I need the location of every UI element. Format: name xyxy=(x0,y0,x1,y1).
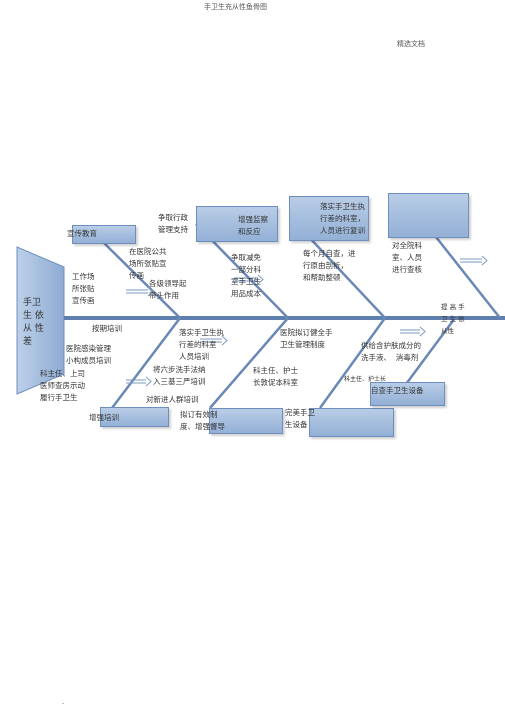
category-box-bottom-3 xyxy=(309,408,394,437)
cause-text: 科主任、护士 长敦促本科室 xyxy=(253,366,298,387)
bone-top-3 xyxy=(306,234,386,319)
category-box-bottom-2 xyxy=(209,408,283,434)
page-footer: . xyxy=(62,698,65,706)
cause-text: 落实手卫生执 行差的科室， 人员进行复训 xyxy=(320,202,365,235)
category-box-top-1 xyxy=(72,225,136,244)
category-label-bottom-1: 增强培训 xyxy=(89,413,119,422)
page-title: 手卫生充从性鱼骨图 xyxy=(204,3,267,11)
cause-text: 供给含护肤成分的 洗手液、 消毒剂 xyxy=(361,341,421,362)
category-box-top-3 xyxy=(289,196,369,241)
problem-label: 手卫 生 依 从 性 差 xyxy=(23,298,44,347)
category-box-top-2 xyxy=(196,206,278,242)
bone-top-4 xyxy=(435,236,501,319)
cause-text: 医院感染管理 小构成员培训 xyxy=(66,344,111,365)
cause-text: 工作场 所张贴 宣传画 xyxy=(72,272,95,305)
bone-bottom-3 xyxy=(318,317,387,409)
cause-text: 落实手卫生执 行差的科室 人员培训 xyxy=(179,328,224,361)
arrow-1 xyxy=(126,286,154,297)
arrow-3 xyxy=(235,274,264,285)
cause-text: 各级领导起 带头作用 xyxy=(149,279,187,300)
bone-bottom-1 xyxy=(111,317,181,409)
fish-head-shape xyxy=(16,246,65,395)
category-label-top-1: 宣传教育 xyxy=(67,229,97,238)
category-box-bottom-4 xyxy=(370,382,445,406)
cause-text: 争取行政 管理支持 xyxy=(158,213,188,234)
cause-text: 医院拟订健全手 卫生管理制度 xyxy=(280,328,333,349)
category-label-bottom-4: 自查手卫生设备 xyxy=(371,386,424,395)
cause-text: 科主任、上司 医师查房示动 履行手卫生 xyxy=(40,369,85,402)
cause-text: 科主任、护士长 xyxy=(344,376,387,383)
cause-text: 在医院公共 场所张贴宣 传画 xyxy=(129,247,167,280)
category-box-bottom-1 xyxy=(100,407,169,427)
arrow-5 xyxy=(460,255,488,266)
category-box-top-4 xyxy=(388,193,469,238)
effect-label: 提 高 手 卫 生 依 从性 xyxy=(441,303,465,335)
arrow-2 xyxy=(126,376,152,387)
bone-top-1 xyxy=(103,242,181,319)
cause-text: 对全院科 室、人员 进行查核 xyxy=(392,241,422,274)
arrow-6 xyxy=(400,326,426,337)
cause-text: 将六步洗手法纳 入三基三严培训 xyxy=(153,365,206,386)
cause-text: 完美手卫 生设备 xyxy=(285,408,315,429)
cause-text: 按期培训 xyxy=(92,324,122,333)
cause-text: 拟订有效制 度、增强督导 xyxy=(180,410,225,431)
page-subtitle: 精选文档 xyxy=(397,40,425,48)
arrow-4 xyxy=(200,335,228,346)
bone-bottom-2 xyxy=(209,317,289,409)
cause-text: 对新进人群培训 xyxy=(146,395,199,404)
cause-text: 增强监察 和反应 xyxy=(238,215,268,236)
cause-text: 争取减免 一部分科 室手卫生 用品成本 xyxy=(231,253,261,298)
cause-text: 每个月自查，进 行原由剖析， 和帮助整顿 xyxy=(303,249,356,282)
